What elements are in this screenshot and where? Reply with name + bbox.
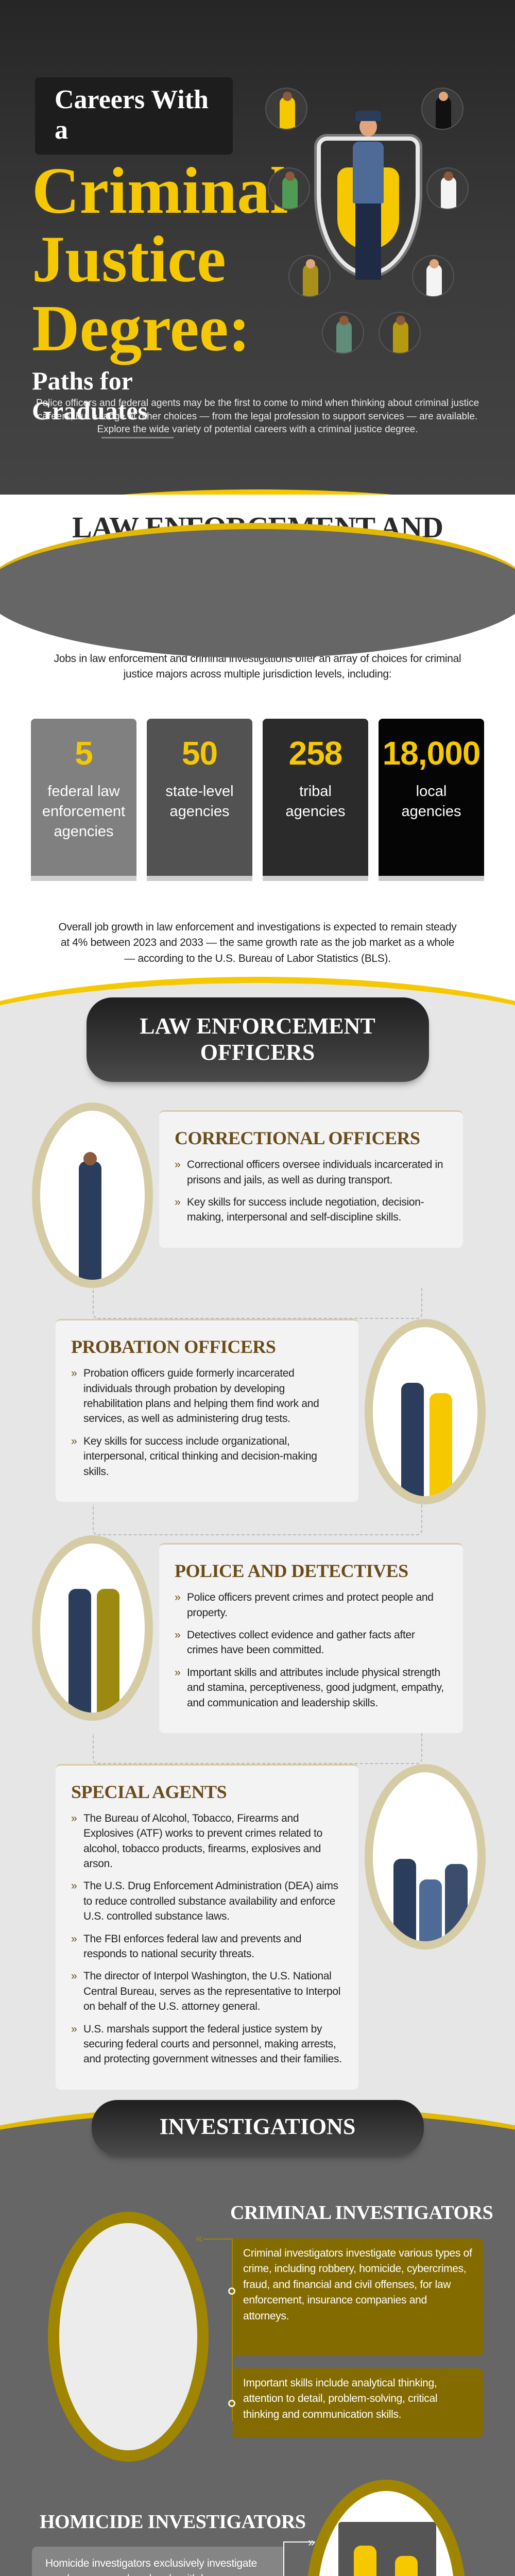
probation-officer-illustration: [365, 1319, 486, 1505]
section-curve: [0, 489, 515, 495]
timeline-dot-icon: [228, 2287, 235, 2295]
role-bullet: The Bureau of Alcohol, Tobacco, Firearms…: [71, 1811, 343, 1872]
agency-stats: 5 federal law enforcement agencies 50 st…: [31, 718, 484, 881]
role-card: CORRECTIONAL OFFICERS Correctional offic…: [159, 1110, 463, 1248]
stat-card-federal: 5 federal law enforcement agencies: [31, 718, 136, 881]
role-criminal-investigators: CRIMINAL INVESTIGATORS « Criminal invest…: [0, 2191, 515, 2462]
role-bullet: The director of Interpol Washington, the…: [71, 1969, 343, 2014]
role-title: HOMICIDE INVESTIGATORS: [40, 2511, 306, 2533]
hero-title-degree: Degree:: [32, 291, 250, 365]
role-bullet: The FBI enforces federal law and prevent…: [71, 1931, 343, 1962]
stat-label: tribal agencies: [285, 783, 346, 820]
role-title: CRIMINAL INVESTIGATORS: [230, 2201, 493, 2224]
connector-line: [93, 1504, 422, 1536]
career-circle-icon: [426, 167, 469, 210]
section-intro: Jobs in law enforcement and criminal inv…: [54, 653, 461, 681]
timeline-dot-icon: [228, 2399, 235, 2407]
connector-line: [93, 1733, 422, 1764]
hero-title-block: Careers With a Criminal Justice Degree: …: [32, 77, 288, 439]
stat-card-local: 18,000 local agencies: [379, 718, 484, 881]
role-bullet: Important skills and attributes include …: [175, 1665, 448, 1710]
investigations-section: INVESTIGATIONS CRIMINAL INVESTIGATORS « …: [0, 2099, 515, 2576]
hero-subtitle: Paths for Graduates: [32, 366, 148, 426]
role-card: PROBATION OFFICERS Probation officers gu…: [56, 1319, 358, 1502]
role-bullet: Key skills for success include negotiati…: [175, 1195, 448, 1225]
stat-label: federal law enforcement agencies: [42, 783, 126, 840]
police-detective-illustration: [32, 1535, 153, 1721]
correctional-officer-illustration: [32, 1103, 153, 1289]
role-title: POLICE AND DETECTIVES: [175, 1561, 408, 1582]
role-bullet: The U.S. Drug Enforcement Administration…: [71, 1878, 343, 1924]
role-bullet: Correctional officers oversee individual…: [175, 1157, 448, 1188]
criminal-investigator-illustration: [48, 2211, 209, 2462]
career-circle-icon: [379, 312, 421, 354]
stat-card-state: 50 state-level agencies: [147, 718, 252, 881]
role-homicide-investigators: HOMICIDE INVESTIGATORS Homicide investig…: [0, 2479, 515, 2576]
role-card: POLICE AND DETECTIVES Police officers pr…: [159, 1543, 463, 1733]
career-circle-icon: [322, 312, 364, 354]
stat-value: 5: [75, 734, 93, 772]
role-bullet: Key skills for success include organizat…: [71, 1434, 343, 1479]
career-circle-icon: [288, 255, 331, 297]
stat-label: state-level agencies: [165, 783, 234, 820]
stat-value: 18,000: [382, 734, 481, 772]
hero-description: Police officers and federal agents may b…: [36, 398, 479, 435]
role-title: PROBATION OFFICERS: [71, 1336, 276, 1358]
hero-title-pill: Careers With a: [35, 77, 233, 155]
role-bullet: U.S. marshals support the federal justic…: [71, 2022, 343, 2067]
role-probation-officers: PROBATION OFFICERS Probation officers gu…: [0, 1319, 515, 1505]
role-police-detectives: POLICE AND DETECTIVES Police officers pr…: [0, 1535, 515, 1733]
police-officer-figure: [355, 202, 381, 280]
role-bullet: Detectives collect evidence and gather f…: [175, 1628, 448, 1658]
role-bullet: Police officers prevent crimes and prote…: [175, 1590, 448, 1620]
job-growth-note: Overall job growth in law enforcement an…: [58, 921, 457, 964]
section-heading-pill: INVESTIGATIONS: [91, 2099, 424, 2155]
law-enforcement-officers-section: LAW ENFORCEMENT OFFICERS CORRECTIONAL OF…: [0, 977, 515, 2136]
career-circle-icon: [412, 255, 454, 297]
role-description-box: Homicide investigators exclusively inves…: [32, 2546, 284, 2576]
section-heading-box: INVESTIGATIONS: [0, 523, 515, 658]
hero-title-justice: Justice: [32, 223, 226, 296]
special-agents-illustration: [365, 1764, 486, 1950]
role-description-box: Criminal investigators investigate vario…: [233, 2238, 483, 2356]
stat-value: 50: [181, 734, 218, 772]
role-card: SPECIAL AGENTS The Bureau of Alcohol, To…: [56, 1764, 358, 2090]
career-circle-icon: [421, 88, 464, 130]
arrow-left-icon: «: [196, 2231, 203, 2245]
arrow-right-icon: »: [308, 2535, 315, 2549]
law-enforcement-overview: LAW ENFORCEMENT AND INVESTIGATIONS Jobs …: [0, 495, 515, 988]
hero-section: Careers With a Criminal Justice Degree: …: [0, 0, 515, 495]
hero-illustration: [263, 85, 479, 374]
connector-line: [93, 1288, 422, 1319]
career-circle-icon: [268, 167, 310, 210]
stat-card-tribal: 258 tribal agencies: [263, 718, 368, 881]
role-bullet: Probation officers guide formerly incarc…: [71, 1366, 343, 1427]
role-title: CORRECTIONAL OFFICERS: [175, 1128, 420, 1149]
role-correctional-officers: CORRECTIONAL OFFICERS Correctional offic…: [0, 1103, 515, 1289]
role-title: SPECIAL AGENTS: [71, 1781, 227, 1802]
role-special-agents: SPECIAL AGENTS The Bureau of Alcohol, To…: [0, 1764, 515, 2090]
homicide-investigator-illustration: [306, 2479, 466, 2576]
role-skills-box: Important skills include analytical thin…: [233, 2368, 483, 2437]
stat-label: local agencies: [401, 783, 461, 820]
section-heading-pill: LAW ENFORCEMENT OFFICERS: [86, 997, 429, 1082]
hero-divider: [101, 437, 174, 439]
career-circle-icon: [265, 88, 307, 130]
stat-value: 258: [288, 734, 343, 772]
hero-title-criminal: Criminal: [32, 154, 288, 227]
